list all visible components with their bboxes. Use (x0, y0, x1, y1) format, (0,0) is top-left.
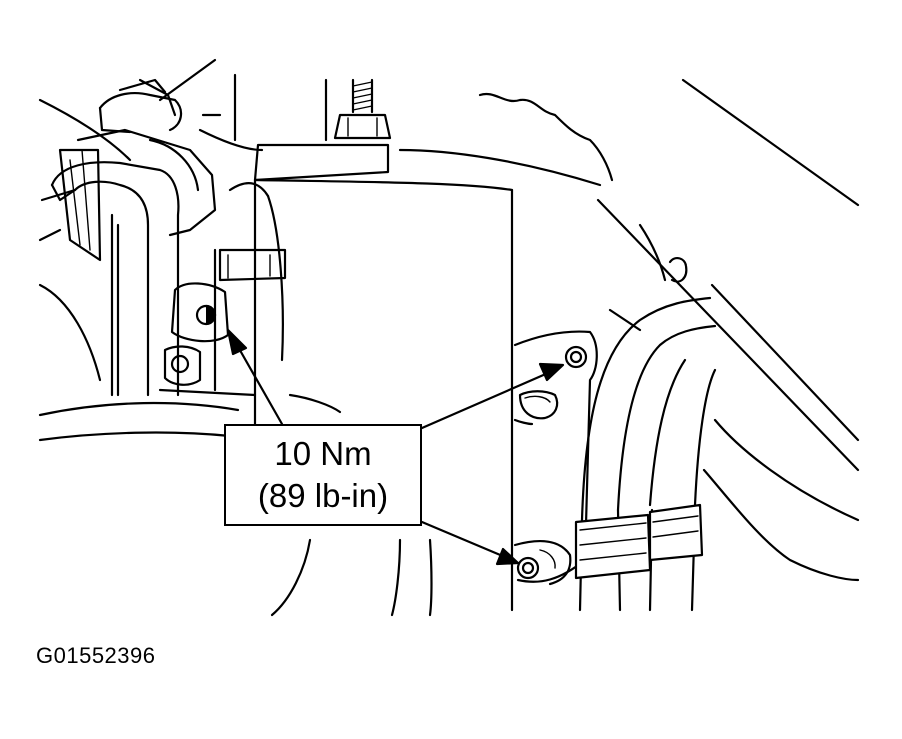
cover-edge (324, 78, 614, 187)
reservoir-body (228, 143, 514, 612)
lower-body-curves (38, 393, 433, 617)
figure-id-label: G01552396 (36, 643, 156, 668)
left-hose-assembly (50, 148, 180, 397)
top-stud-and-nut (333, 78, 392, 140)
left-mount-boss (158, 248, 287, 397)
right-leader-arrows (420, 362, 565, 566)
torque-callout: 10 Nm (89 lb-in) (224, 424, 422, 526)
right-mount-flange (513, 330, 598, 586)
torque-imperial-label: (89 lb-in) (257, 477, 389, 514)
body-panel-lines (596, 78, 860, 472)
left-bracket (38, 58, 264, 382)
torque-metric-label: 10 Nm (274, 435, 372, 472)
left-leader-arrow (226, 328, 284, 426)
right-hoses (574, 223, 860, 612)
